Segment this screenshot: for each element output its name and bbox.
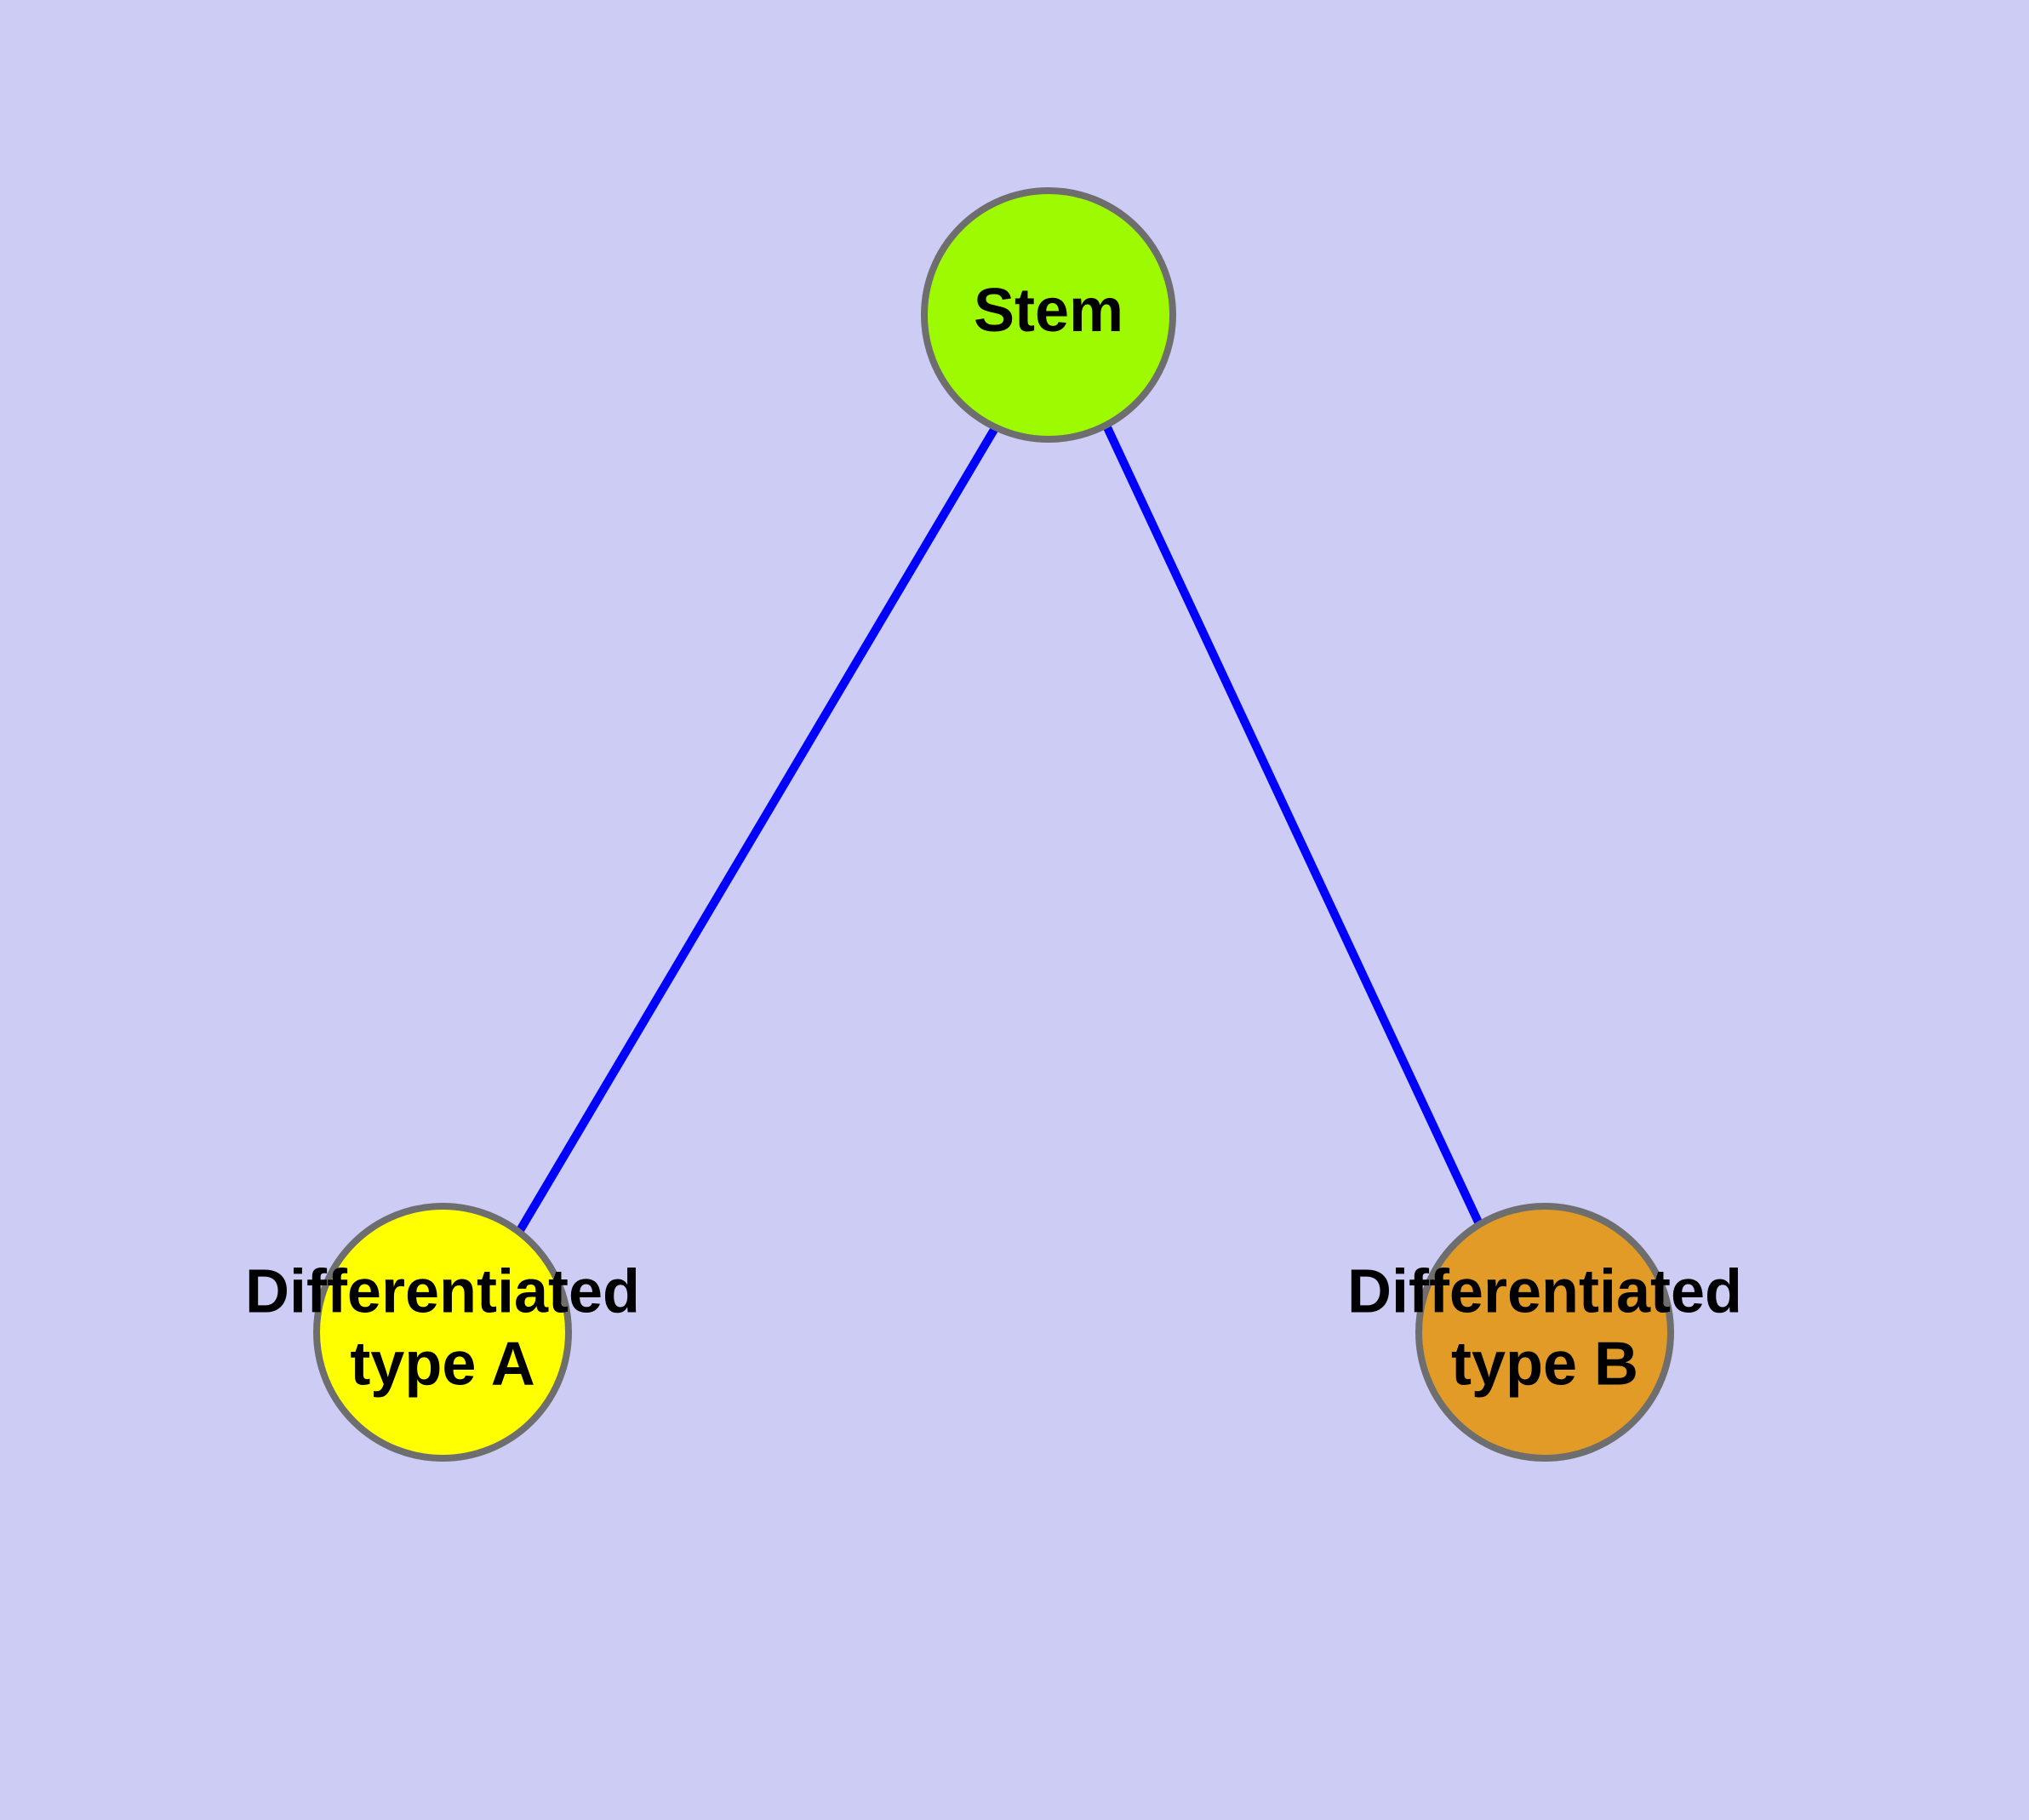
node-stem[interactable] [921,187,1176,443]
node-label-line: Differentiated [245,1258,640,1326]
nodes-layer [313,187,1674,1462]
node-diff_b[interactable] [1415,1203,1674,1462]
node-label-line: Differentiated [1347,1258,1742,1326]
node-label-stem: Stem [974,277,1123,345]
edges-layer [515,421,1484,1234]
node-label-line: type A [350,1330,534,1398]
node-diff_a[interactable] [313,1203,572,1462]
node-label-line: Stem [974,277,1123,345]
node-label-line: type B [1451,1330,1638,1398]
edge-stem-to-diff-b[interactable] [1102,423,1484,1228]
edge-stem-to-diff-a[interactable] [515,421,1002,1234]
